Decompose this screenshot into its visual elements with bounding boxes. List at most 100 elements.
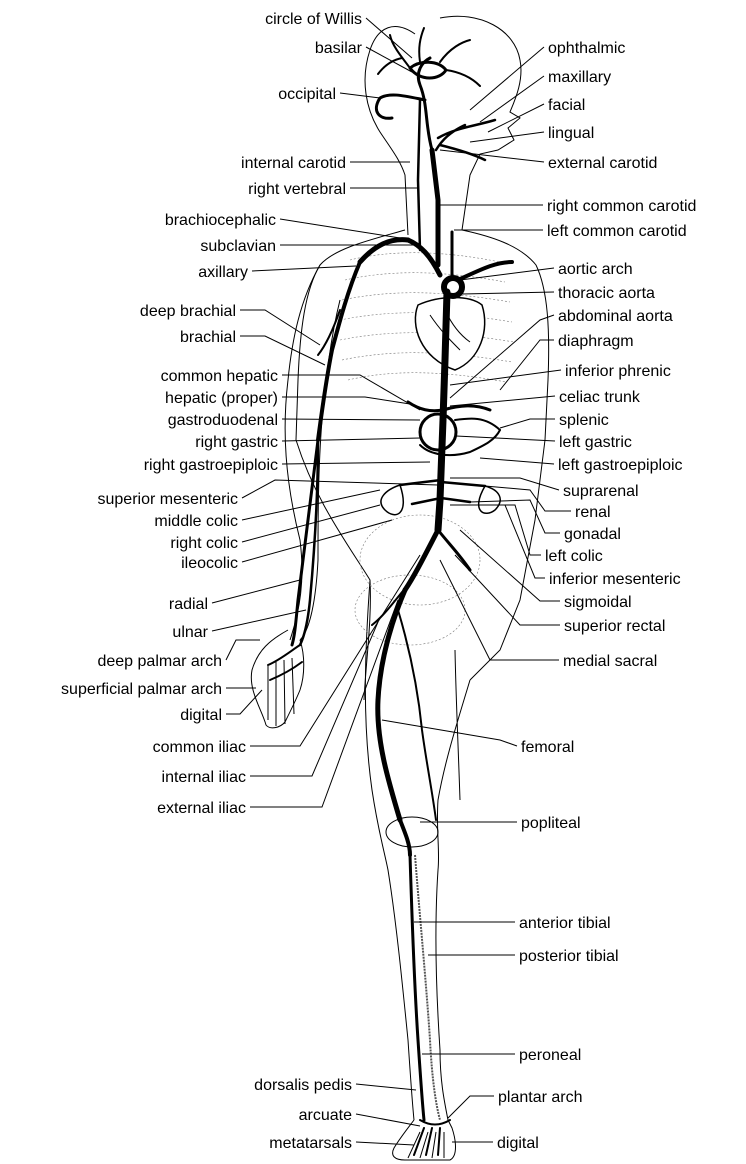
leader-right-gastric (282, 438, 420, 441)
torso-outline (296, 230, 549, 680)
label-abdominal-aorta: abdominal aorta (558, 308, 673, 325)
label-superior-mesenteric: superior mesenteric (98, 491, 239, 508)
label-external-carotid: external carotid (548, 155, 657, 172)
label-right-vertebral: right vertebral (248, 181, 346, 198)
label-ulnar: ulnar (172, 624, 208, 641)
right-common-carotid-vessel (432, 150, 438, 265)
label-splenic: splenic (559, 412, 609, 429)
label-lingual: lingual (548, 125, 594, 142)
leader-common-hepatic (282, 375, 420, 410)
axillary-brachial-vessel (318, 262, 360, 440)
leader-ileocolic (242, 520, 392, 562)
heart (415, 298, 484, 371)
stomach-vessel (420, 414, 456, 450)
subclavian-vessel (360, 240, 408, 262)
label-right-colic: right colic (170, 535, 238, 552)
leader-axillary (252, 266, 356, 271)
pelvis-outline (296, 440, 370, 700)
label-digital-hand: digital (180, 707, 222, 724)
vertebral-vessel (418, 100, 420, 250)
leader-hepatic-proper (282, 397, 410, 404)
label-internal-carotid: internal carotid (241, 155, 346, 172)
leader-facial (488, 104, 544, 132)
head-outline (365, 16, 521, 235)
leader-maxillary (480, 76, 544, 122)
circle-of-willis-vessel (410, 62, 446, 78)
leader-lingual (470, 132, 544, 142)
label-common-hepatic: common hepatic (161, 368, 278, 385)
leader-deep-palmar-arch (226, 640, 260, 660)
label-hepatic-proper: hepatic (proper) (165, 390, 278, 407)
label-external-iliac: external iliac (157, 800, 246, 817)
leader-arcuate (356, 1114, 420, 1126)
leader-ulnar (212, 610, 306, 631)
leader-medial-sacral (440, 560, 559, 660)
label-peroneal: peroneal (519, 1047, 581, 1064)
occipital-vessel (376, 95, 425, 118)
label-diaphragm: diaphragm (558, 333, 634, 350)
leader-brachiocephalic (280, 219, 400, 238)
label-circle-of-willis: circle of Willis (265, 11, 362, 28)
leader-basilar (366, 47, 412, 72)
label-middle-colic: middle colic (154, 513, 238, 530)
label-right-common-carotid: right common carotid (547, 198, 696, 215)
label-left-common-carotid: left common carotid (547, 223, 687, 240)
label-brachial: brachial (180, 329, 236, 346)
label-popliteal: popliteal (521, 815, 581, 832)
leader-femoral (382, 720, 517, 746)
label-deep-palmar-arch: deep palmar arch (97, 653, 222, 670)
label-inferior-mesenteric: inferior mesenteric (549, 571, 681, 588)
label-inferior-phrenic: inferior phrenic (565, 363, 671, 380)
anterior-tibial-vessel (410, 855, 424, 1120)
label-thoracic-aorta: thoracic aorta (558, 285, 655, 302)
label-left-gastric: left gastric (559, 434, 632, 451)
leader-celiac-trunk (450, 396, 555, 406)
leader-gastroduodenal (282, 419, 420, 420)
popliteal-vessel (400, 820, 410, 855)
label-renal: renal (575, 504, 611, 521)
labels-left: circle of Willis basilar occipital inter… (61, 11, 438, 1152)
leader-plantar-arch (448, 1096, 494, 1118)
label-axillary: axillary (198, 264, 248, 281)
label-plantar-arch: plantar arch (498, 1089, 583, 1106)
label-right-gastroepiploic: right gastroepiploic (144, 457, 278, 474)
finger-lines (268, 658, 294, 726)
leader-superior-rectal (455, 555, 560, 625)
label-superior-rectal: superior rectal (564, 618, 665, 635)
femoral-vessel (378, 590, 405, 820)
label-posterior-tibial: posterior tibial (519, 948, 619, 965)
label-medial-sacral: medial sacral (563, 653, 657, 670)
leader-circle-of-willis (366, 18, 412, 58)
label-left-colic: left colic (545, 548, 603, 565)
left-iliac-vessel (438, 530, 470, 570)
leader-right-colic (242, 505, 380, 542)
label-deep-brachial: deep brachial (140, 303, 236, 320)
label-maxillary: maxillary (548, 69, 611, 86)
label-suprarenal: suprarenal (563, 483, 639, 500)
label-aortic-arch: aortic arch (558, 261, 633, 278)
leader-deep-brachial (240, 310, 320, 345)
label-ileocolic: ileocolic (181, 555, 238, 572)
leader-occipital (340, 93, 380, 98)
leader-dorsalis-pedis (356, 1084, 416, 1090)
label-gastroduodenal: gastroduodenal (168, 412, 278, 429)
label-radial: radial (169, 596, 208, 613)
leader-left-colic (495, 505, 541, 555)
label-dorsalis-pedis: dorsalis pedis (254, 1077, 352, 1094)
foot-arch-vessel (414, 1120, 450, 1155)
leader-left-gastric (456, 436, 555, 441)
labels-right: ophthalmic maxillary facial lingual exte… (382, 40, 696, 1152)
label-right-gastric: right gastric (195, 434, 278, 451)
leader-internal-iliac (250, 622, 378, 776)
label-arcuate: arcuate (299, 1107, 352, 1124)
leader-metatarsals (356, 1142, 414, 1145)
label-celiac-trunk: celiac trunk (559, 389, 641, 406)
label-facial: facial (548, 97, 585, 114)
label-basilar: basilar (315, 40, 363, 57)
label-anterior-tibial: anterior tibial (519, 915, 611, 932)
label-gonadal: gonadal (564, 526, 621, 543)
deep-femoral-vessel (398, 610, 436, 820)
leader-thoracic-aorta (462, 292, 554, 294)
hand-outline (251, 630, 303, 728)
